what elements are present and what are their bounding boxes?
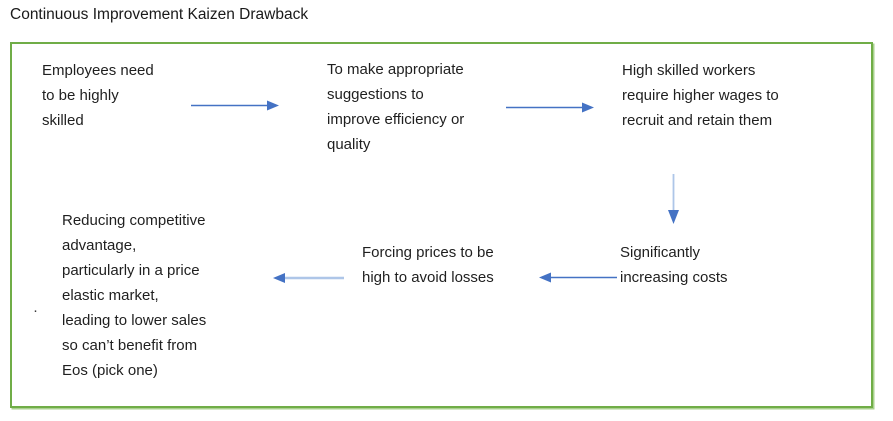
- node-prices: Forcing prices to be high to avoid losse…: [362, 244, 494, 286]
- diagram-frame: [10, 42, 873, 408]
- node-employees: Employees need to be highly skilled: [42, 62, 154, 129]
- arrow-left-costs-to-prices-icon: [539, 272, 617, 283]
- node-wages: High skilled workers require higher wage…: [622, 62, 779, 129]
- arrow-down-wages-to-costs-icon: [668, 174, 679, 224]
- arrow-right-suggestions-to-wages-icon: [506, 102, 594, 113]
- node-advantage: Reducing competitive advantage, particul…: [62, 212, 207, 379]
- node-suggestions: To make appropriate suggestions to impro…: [327, 61, 465, 153]
- arrow-right-employees-to-suggestions-icon: [191, 100, 279, 111]
- node-costs: Significantly increasing costs: [620, 244, 728, 286]
- bullet-dot: ·: [33, 302, 38, 319]
- arrow-left-prices-to-advantage-icon: [273, 273, 344, 283]
- diagram-title: Continuous Improvement Kaizen Drawback: [10, 6, 309, 23]
